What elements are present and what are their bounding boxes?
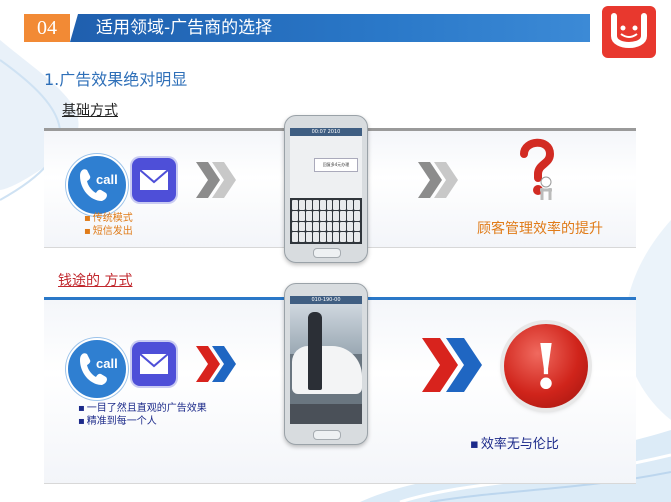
phone-screen: 00:07 2010 回复多4元办理	[290, 128, 362, 244]
bullet-item: 一目了然且直观的广告效果	[78, 402, 207, 415]
premium-result: 效率无与伦比	[470, 433, 559, 452]
phone-status-bar: 00:07 2010	[290, 128, 362, 136]
call-label: call	[96, 172, 118, 187]
envelope-icon	[132, 158, 176, 202]
double-chevron-red-blue-icon	[196, 346, 236, 382]
call-label: call	[96, 356, 118, 371]
traditional-result: 顾客管理效率的提升	[477, 221, 603, 237]
question-mark-figure-icon	[520, 138, 555, 200]
double-chevron-gray-icon	[418, 162, 458, 198]
sms-phone-image: 00:07 2010 回复多4元办理	[284, 115, 368, 263]
phone-keyboard	[290, 198, 362, 244]
photo-background	[290, 304, 362, 354]
photo-person	[308, 312, 322, 390]
exclamation-mark: !	[532, 330, 560, 403]
page-title: 适用领域-广告商的选择	[96, 18, 273, 38]
photo-car	[292, 346, 362, 394]
phone-home-button	[313, 430, 341, 440]
smiling-u-logo-icon	[602, 6, 656, 58]
premium-method-label: 钱途的 方式	[58, 273, 133, 289]
phone-handset-icon: call	[66, 338, 128, 400]
header-bar	[70, 14, 590, 42]
double-chevron-red-blue-icon	[422, 338, 482, 392]
phone-home-button	[313, 248, 341, 258]
bullet-item: 短信发出	[84, 225, 133, 238]
section-number: 04	[24, 14, 70, 42]
bullet-item: 传统模式	[84, 212, 133, 225]
bullet-item: 精准到每一个人	[78, 415, 207, 428]
double-chevron-gray-icon	[196, 162, 236, 198]
section-title: 1.广告效果绝对明显	[44, 70, 188, 89]
phone-screen: 010-190-00	[290, 296, 362, 424]
traditional-method-label: 基础方式	[62, 103, 118, 119]
exclamation-circle-icon: !	[504, 324, 588, 408]
phone-handset-icon: call	[66, 154, 128, 216]
photo-ground	[290, 404, 362, 424]
traditional-bullets: 传统模式 短信发出	[84, 212, 133, 238]
phone-status-bar: 010-190-00	[290, 296, 362, 304]
premium-bullets: 一目了然且直观的广告效果 精准到每一个人	[78, 402, 207, 428]
sms-message-bubble: 回复多4元办理	[314, 158, 358, 172]
envelope-icon	[132, 342, 176, 386]
ad-phone-image: 010-190-00	[284, 283, 368, 445]
